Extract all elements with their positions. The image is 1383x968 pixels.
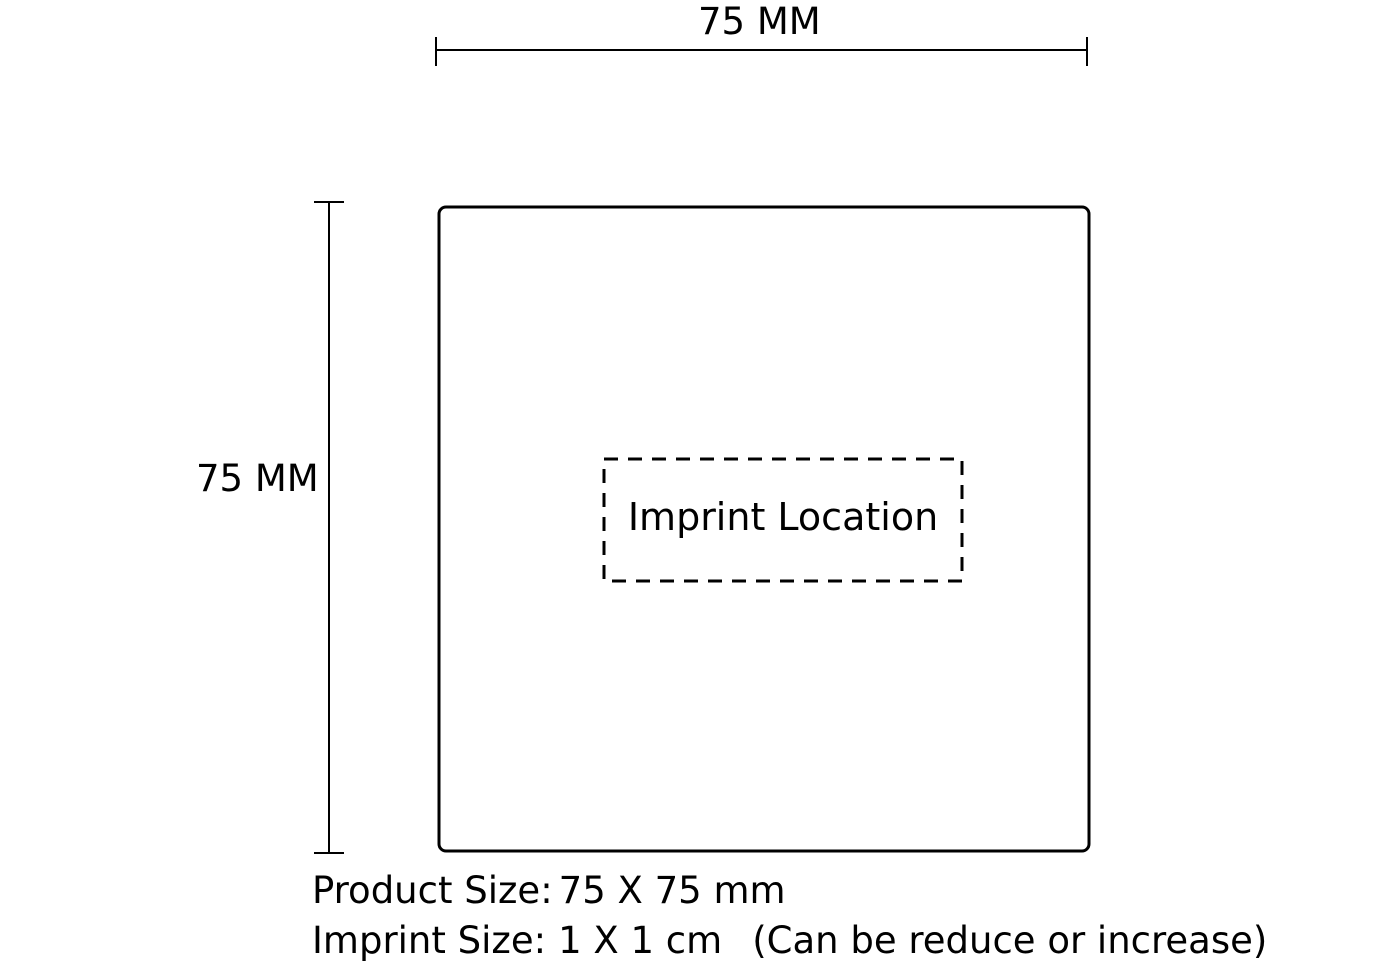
imprint-location-label: Imprint Location — [627, 495, 939, 539]
product-size-line: Product Size:75 X 75 mm — [312, 872, 786, 909]
imprint-size-label: Imprint Size: — [312, 919, 547, 962]
product-size-value: 75 X 75 mm — [558, 869, 786, 912]
height-dimension-line — [314, 201, 344, 854]
imprint-area-box — [602, 457, 964, 583]
width-dimension-label: 75 MM — [698, 0, 821, 43]
product-outline — [437, 205, 1091, 853]
width-dimension-line — [435, 37, 1088, 66]
height-dimension-label: 75 MM — [196, 457, 319, 500]
imprint-size-note: (Can be reduce or increase) — [752, 919, 1268, 962]
product-size-label: Product Size: — [312, 869, 553, 912]
imprint-size-line: Imprint Size: 1 X 1 cm (Can be reduce or i… — [312, 922, 1267, 959]
imprint-size-value: 1 X 1 cm — [558, 919, 723, 962]
